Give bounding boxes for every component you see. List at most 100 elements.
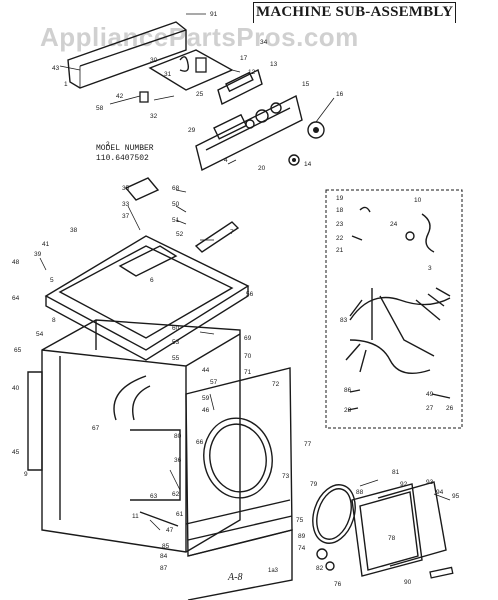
callout-labels: 91 43 1 58 42 17 12 13 15 16 20 14 4 35 … [12, 11, 460, 588]
callout-label: 56 [246, 291, 254, 298]
callout-label: 30 [150, 57, 158, 64]
callout-label: 37 [122, 213, 130, 220]
front-panel [185, 367, 293, 600]
callout-label: 21 [336, 247, 344, 254]
callout-label: 60 [172, 325, 180, 332]
callout-label: 19 [336, 195, 344, 202]
callout-label: 10 [414, 197, 422, 204]
callout-label: 48 [12, 259, 20, 266]
cabinet-top [44, 177, 250, 361]
callout-label: 83 [340, 317, 348, 324]
callout-label: 17 [240, 55, 248, 62]
callout-label: 50 [172, 201, 180, 208]
callout-label: 70 [244, 353, 252, 360]
callout-label: 51 [172, 217, 180, 224]
callout-label: 78 [388, 535, 396, 542]
callout-label: 61 [176, 511, 184, 518]
callout-label: 68 [172, 185, 180, 192]
callout-label: 34 [260, 39, 268, 46]
wiring-inset [325, 189, 463, 429]
callout-label: 11 [132, 513, 139, 520]
callout-label: 9 [24, 471, 28, 478]
callout-label: 8 [52, 317, 56, 324]
callout-label: 71 [244, 369, 252, 376]
callout-label: 54 [36, 331, 44, 338]
callout-label: 38 [70, 227, 78, 234]
callout-label: 81 [392, 469, 400, 476]
callout-label: 88 [356, 489, 364, 496]
callout-label: 42 [116, 93, 124, 100]
callout-label: 16 [336, 91, 344, 98]
callout-label: 27 [426, 405, 434, 412]
callout-label: 90 [404, 579, 412, 586]
callout-label: 63 [150, 493, 158, 500]
model-number: 110.6407502 [96, 154, 149, 163]
cabinet-body [27, 319, 241, 553]
callout-label: 57 [210, 379, 218, 386]
callout-label: 14 [304, 161, 312, 168]
callout-label: 52 [176, 231, 184, 238]
model-info: MODEL NUMBER 110.6407502 [96, 144, 154, 164]
callout-label: 33 [122, 201, 130, 208]
callout-label: 87 [160, 565, 168, 572]
control-console [195, 68, 335, 172]
callout-label: 89 [298, 533, 306, 540]
callout-label: 41 [42, 241, 50, 248]
callout-label: 20 [258, 165, 266, 172]
callout-label: 79 [310, 481, 318, 488]
callout-label: 75 [296, 517, 304, 524]
callout-label: 94 [436, 489, 444, 496]
console-end-cap [67, 21, 187, 103]
callout-label: 39 [34, 251, 42, 258]
callout-label: 80 [174, 433, 182, 440]
callout-label: 12 [248, 69, 256, 76]
callout-label: 45 [12, 449, 20, 456]
callout-label: 55 [172, 355, 180, 362]
callout-label: 5 [50, 277, 54, 284]
callout-label: 53 [172, 339, 180, 346]
callout-label: 86 [344, 387, 352, 394]
callout-label: 82 [316, 565, 324, 572]
callout-label: 3 [428, 265, 432, 272]
callout-label: 62 [172, 491, 180, 498]
callout-label: 2 [106, 141, 110, 148]
callout-label: 47 [166, 527, 174, 534]
callout-label: 93 [426, 479, 434, 486]
callout-label: 44 [202, 367, 210, 374]
callout-label: 18 [336, 207, 344, 214]
callout-label: 28 [344, 407, 352, 414]
callout-label: 1 [64, 81, 68, 88]
callout-label: 58 [96, 105, 104, 112]
callout-label: 49 [426, 391, 434, 398]
callout-label: 64 [12, 295, 20, 302]
callout-label: 6 [150, 277, 154, 284]
callout-label: 76 [334, 581, 342, 588]
callout-label: 72 [272, 381, 280, 388]
callout-label: 84 [160, 553, 168, 560]
callout-label: 92 [400, 481, 408, 488]
callout-label: 31 [164, 71, 172, 78]
callout-label: 15 [302, 81, 310, 88]
callout-label: 74 [298, 545, 306, 552]
callout-label: 95 [452, 493, 460, 500]
callout-label: 7 [230, 229, 234, 236]
door-assembly [312, 481, 454, 579]
model-label: MODEL NUMBER [96, 144, 154, 153]
callout-label: 69 [244, 335, 252, 342]
callout-label: 32 [150, 113, 158, 120]
callout-label: 46 [202, 407, 210, 414]
callout-label: 73 [282, 473, 290, 480]
callout-label: 43 [52, 65, 60, 72]
callout-label: 35 [122, 185, 130, 192]
callout-label: 67 [92, 425, 100, 432]
callout-label: 91 [210, 11, 218, 18]
callout-label: 4 [224, 157, 228, 164]
callout-label: 36 [174, 457, 182, 464]
callout-label: 65 [14, 347, 22, 354]
callout-label: 13 [270, 61, 278, 68]
callout-label: 26 [446, 405, 454, 412]
callout-label: 29 [188, 127, 196, 134]
callout-label: 66 [196, 439, 204, 446]
